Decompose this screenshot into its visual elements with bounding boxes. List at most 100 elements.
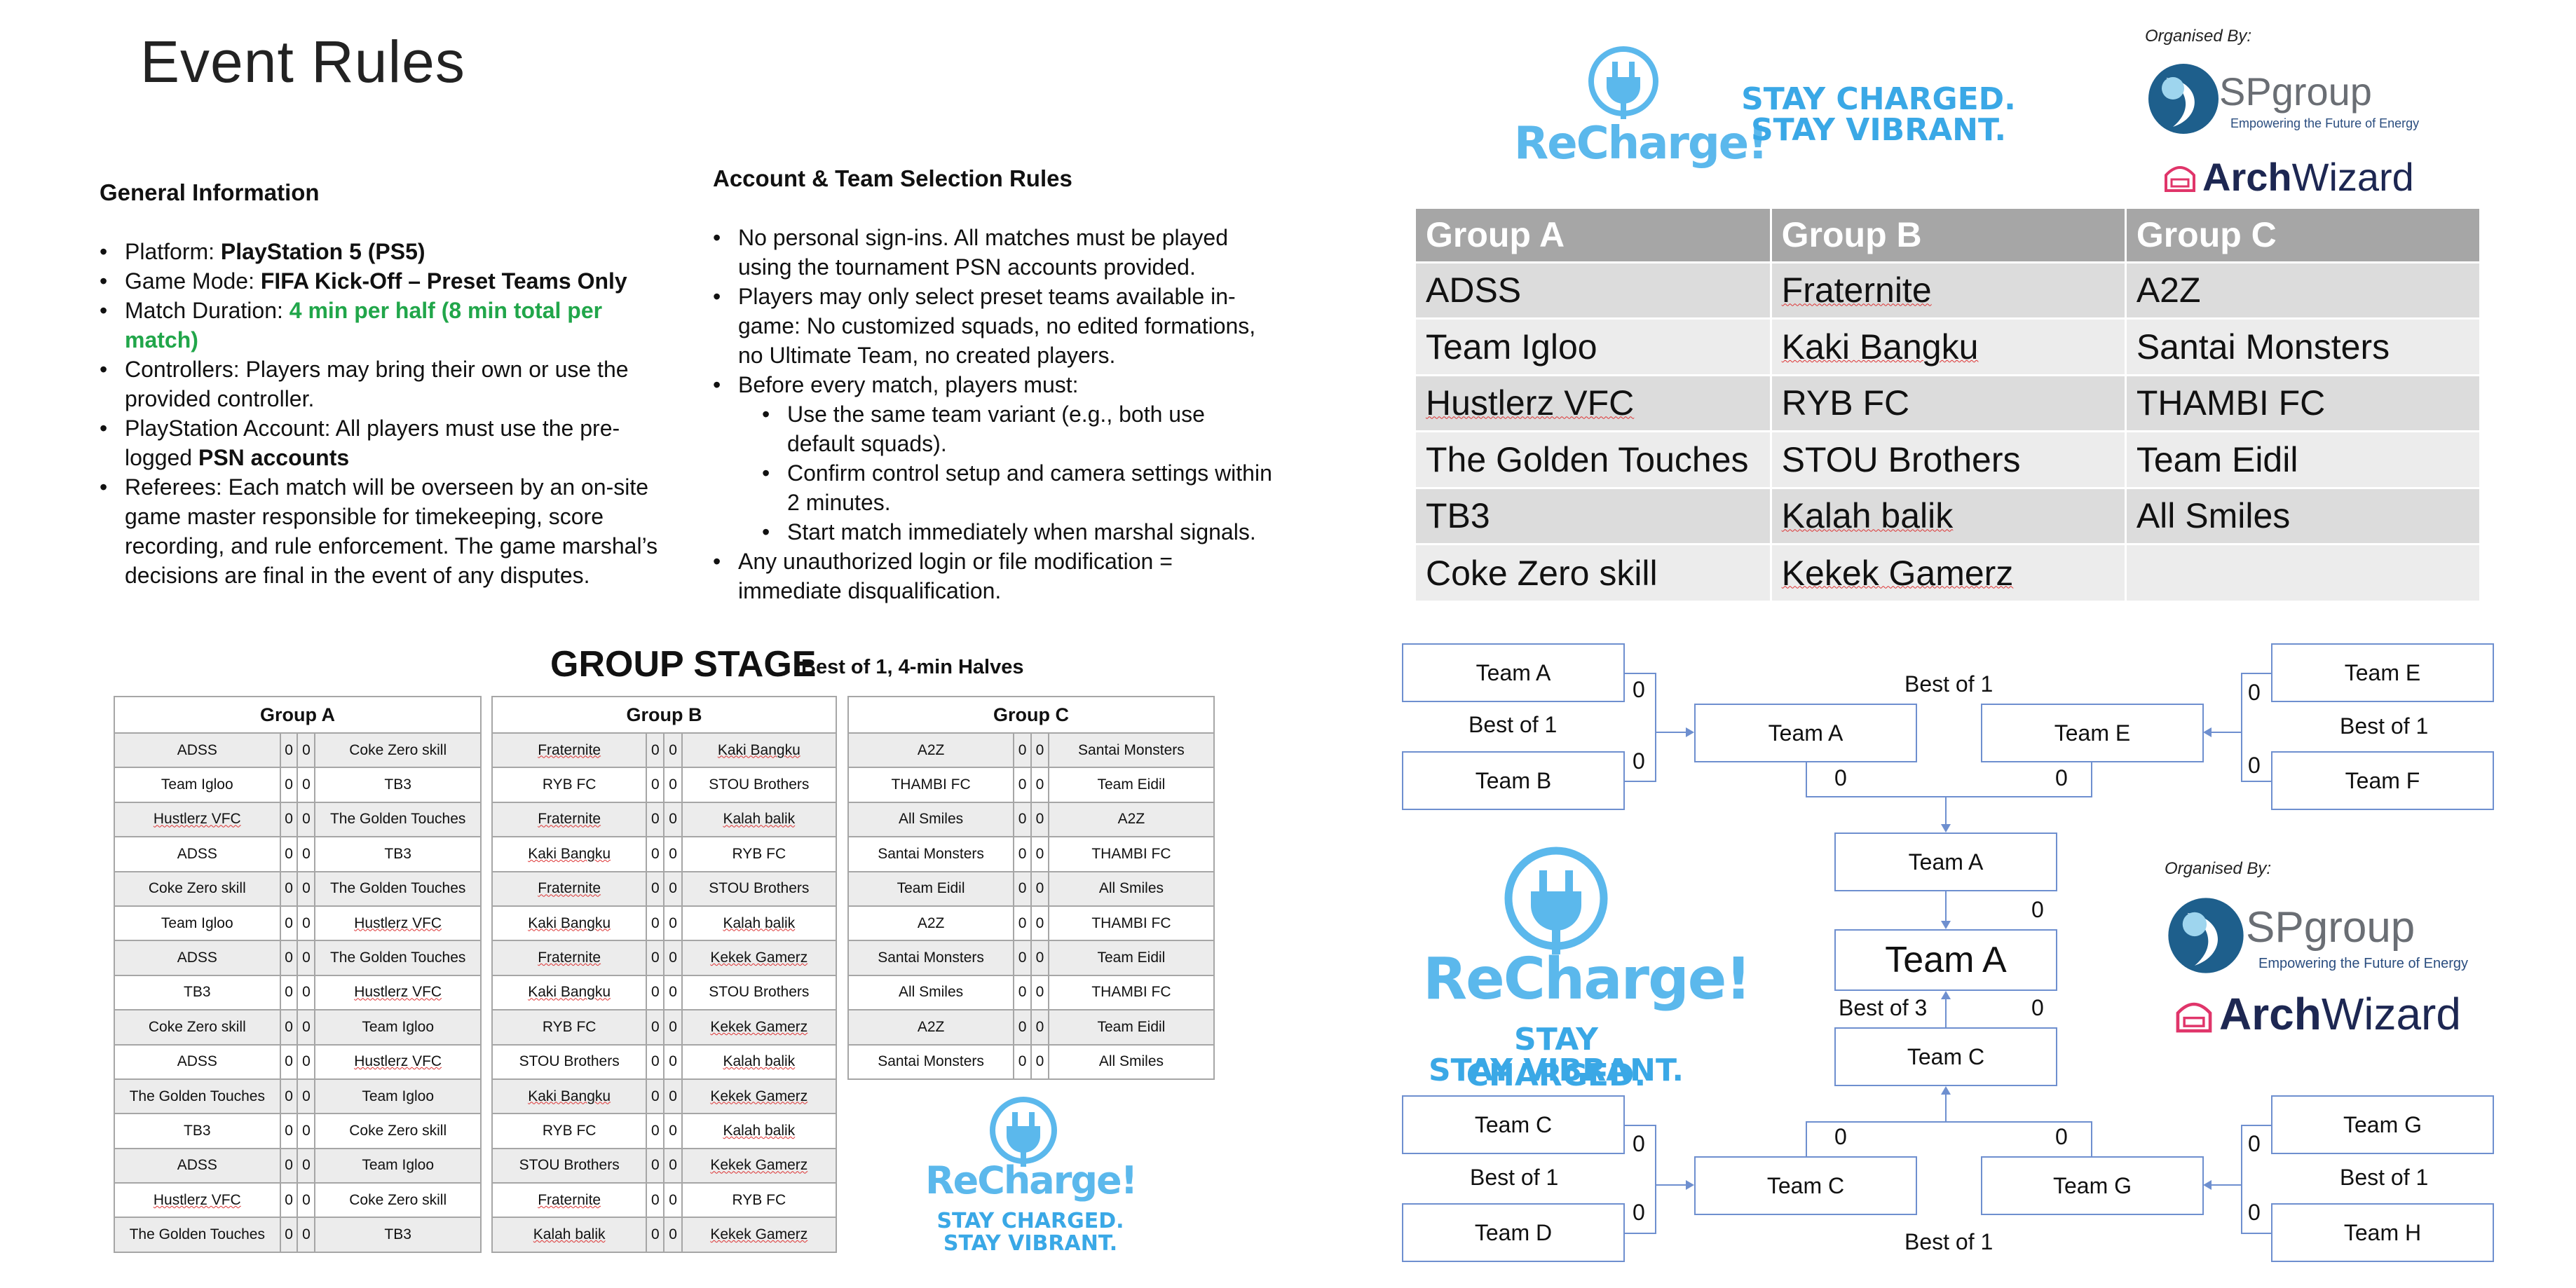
bracket-bottom-left-team-1: Team C [1402,1095,1625,1154]
team-name: Coke Zero skill [349,741,447,758]
score-cell: 0 [646,801,665,838]
team-name: All Smiles [2136,496,2291,536]
rule-same-variant: Use the same team variant (e.g., both us… [713,399,1274,458]
team-name: A2Z [1117,811,1145,828]
team-name: Team Igloo [161,776,233,793]
bracket-top-right-team-2: Team F [2271,751,2494,810]
score-cell: 0 [646,1217,665,1253]
group-team-cell: A2Z [2125,261,2482,319]
team-name: STOU Brothers [709,984,810,1001]
group-team-cell: THAMBI FC [2125,374,2482,432]
archwizard-icon [2176,1002,2212,1033]
bracket-bottom-semi-label: Best of 1 [1904,1229,1994,1254]
team-name: RYB FC [542,1018,597,1035]
team-name: Kekek Gamerz [710,950,808,966]
slogan-line-1-bracket: STAY CHARGED. [1466,1022,1647,1093]
score-cell: 0 [279,940,299,976]
score-cell: 0 [646,870,665,907]
score-cell: 0 [1013,732,1032,769]
team-name: Team Eidil [2136,439,2298,479]
team-name: Team Eidil [1097,950,1166,966]
team-name: Fraternite [538,1191,601,1208]
sp-swirl-icon [2168,898,2244,973]
group-team-cell: TB3 [1416,486,1772,544]
score-cell: 0 [297,732,316,769]
group-team-cell: All Smiles [2125,486,2482,544]
team-name: Kalah balik [1781,496,1954,536]
bracket-top-left-team-1: Team A [1402,643,1625,702]
rule-before-match: Before every match, players must: [713,370,1274,399]
score-cell: 0 [646,1182,665,1219]
score-cell: 0 [1013,905,1032,942]
score-cell: 0 [663,732,683,769]
bracket-top-right-score-2: 0 [2248,753,2261,778]
team-name: All Smiles [1098,880,1164,897]
team-name: Team Eidil [1097,1018,1166,1035]
score-cell: 0 [297,1043,316,1080]
score-cell: 0 [663,870,683,907]
team-name: RYB FC [732,845,786,862]
team-name: Kekek Gamerz [710,1157,808,1174]
score-cell: 0 [646,940,665,976]
bracket-top-semi-score-left: 0 [1834,765,1847,790]
team-name: THAMBI FC [1091,914,1171,931]
team-name: Hustlerz VFC [354,1053,442,1070]
score-cell: 0 [1013,974,1032,1011]
team-name: Kekek Gamerz [710,1226,808,1243]
team-name: THAMBI FC [891,776,971,793]
bracket-top-right-team-1: Team E [2271,643,2494,702]
bracket-bottom-right-score-2: 0 [2248,1200,2261,1225]
group-stage-subtitle: Best of 1, 4-min Halves [801,656,1024,678]
score-cell: 0 [279,870,299,907]
sp-swirl-icon [2148,64,2219,134]
bracket-bottom-semi-right: Team G [1981,1156,2204,1215]
team-name: ADSS [177,741,217,758]
team-name: Kalah balik [723,1053,796,1070]
team-name: The Golden Touches [329,811,466,828]
bracket-bottom-left-label: Best of 1 [1470,1165,1559,1190]
team-name: Kekek Gamerz [1781,553,2014,593]
score-cell: 0 [1030,836,1049,872]
team-name: Kaki Bangku [528,1088,611,1104]
team-name: STOU Brothers [1781,439,2021,479]
score-cell: 0 [297,1113,316,1149]
score-cell: 0 [1013,940,1032,976]
score-cell: 0 [646,1043,665,1080]
bracket-bottom-left-team-2: Team D [1402,1203,1625,1262]
group-team-cell: Team Eidil [2125,430,2482,488]
score-cell: 0 [663,905,683,942]
score-cell: 0 [279,1078,299,1115]
score-cell: 0 [646,767,665,803]
group-team-cell: The Golden Touches [1416,430,1772,488]
account-rules: Account & Team Selection Rules No person… [713,164,1274,605]
score-cell: 0 [1030,1009,1049,1046]
group-team-cell: Kekek Gamerz [1771,543,2127,601]
recharge-logo-top: ReCharge! [1514,42,1768,175]
team-name: STOU Brothers [519,1157,620,1174]
recharge-wordmark: ReCharge! [1514,118,1768,170]
team-name: The Golden Touches [329,880,466,897]
team-name: Team Igloo [161,914,233,931]
score-cell: 0 [663,1147,683,1184]
score-cell: 0 [663,767,683,803]
score-cell: 0 [279,732,299,769]
team-name: TB3 [1426,496,1490,536]
